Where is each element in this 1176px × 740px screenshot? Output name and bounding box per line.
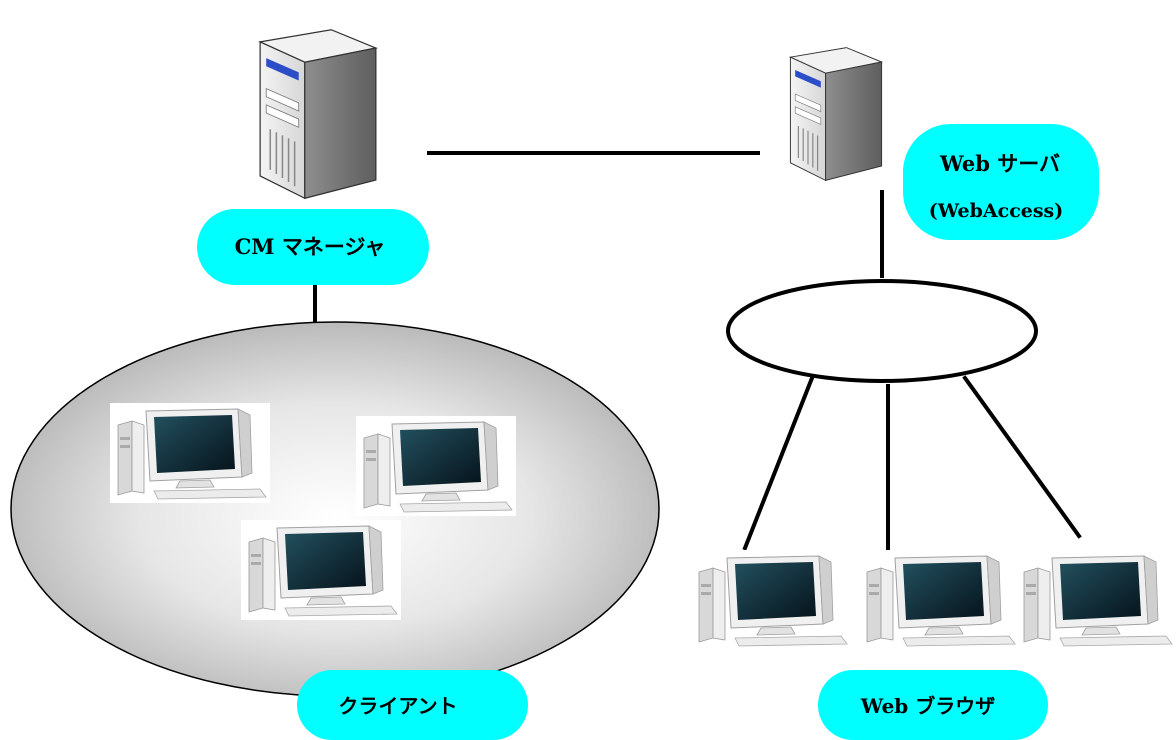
hub-to-browser-left-line	[742, 375, 815, 551]
browser-computer-icon	[690, 550, 852, 650]
client-computer-icon	[240, 520, 402, 620]
browser-computer-icon	[858, 550, 1020, 650]
web-browser-label: Web ブラウザ	[818, 670, 1048, 740]
client-cluster-ellipse	[10, 321, 660, 697]
connections	[313, 151, 1082, 551]
network-hub-ellipse	[726, 279, 1038, 383]
hub-to-browser-right-line	[962, 375, 1082, 539]
web-server-label: Web サーバ (WebAccess)	[903, 124, 1099, 240]
client-computer-icon	[355, 416, 517, 516]
web-browser-label-text: Web ブラウザ	[860, 694, 996, 718]
cm-manager-server-icon	[259, 28, 377, 200]
cm-manager-label: CM マネージャ	[197, 209, 429, 285]
client-label-text: クライアント	[338, 694, 457, 718]
web-server-icon	[789, 46, 883, 182]
browser-computer-icon	[1016, 550, 1176, 650]
web-server-label-text-line1: Web サーバ	[939, 151, 1060, 176]
client-label: クライアント	[297, 670, 528, 740]
client-computer-icon	[109, 403, 271, 503]
web-server-label-text-line2: (WebAccess)	[929, 200, 1064, 222]
cm-manager-label-text: CM マネージャ	[235, 234, 386, 259]
